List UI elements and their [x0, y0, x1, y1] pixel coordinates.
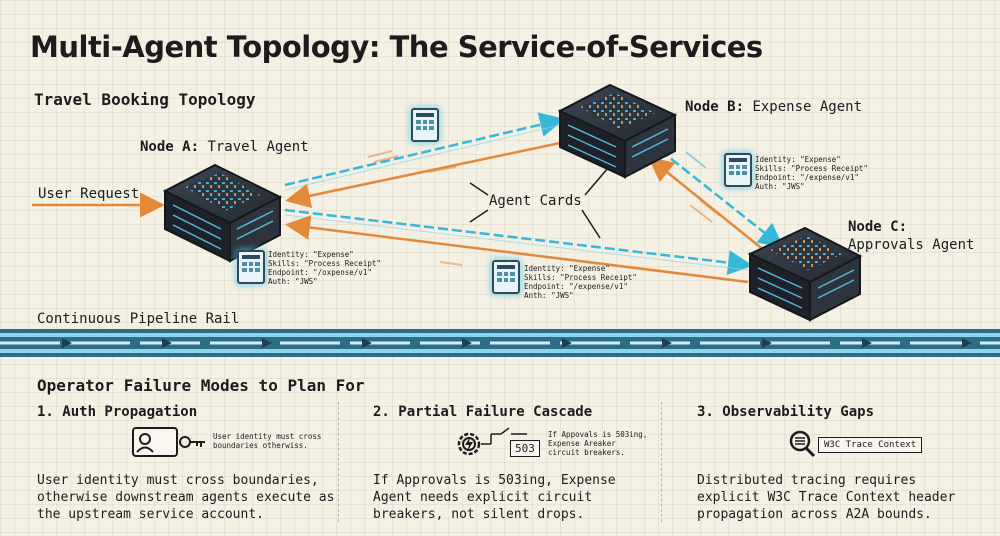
node-b-name: Expense Agent — [752, 99, 863, 115]
failure-auth-title: 1. Auth Propagation — [37, 404, 198, 420]
failure-modes-heading: Operator Failure Modes to Plan For — [37, 376, 365, 395]
status-503-badge: 503 — [510, 440, 540, 457]
server-node-b — [557, 83, 678, 179]
agent-card-icon — [237, 250, 265, 284]
failure-cascade-title: 2. Partial Failure Cascade — [373, 404, 593, 420]
failure-cascade-text: If Approvals is 503ing, Expense Agent ne… — [373, 473, 616, 522]
agent-card-icon — [724, 153, 752, 187]
node-c-name: Approvals Agent — [848, 237, 975, 253]
failure-auth-text: User identity must cross boundaries, oth… — [37, 473, 335, 522]
arrow-b-to-a — [285, 141, 561, 209]
arrow-c-to-a — [285, 215, 749, 284]
arrow-a-to-c — [284, 208, 753, 276]
node-b-prefix: Node B: — [685, 99, 745, 115]
user-request-label: User Request — [38, 186, 140, 202]
gear-bolt-icon — [457, 427, 527, 456]
column-divider — [338, 402, 339, 522]
w3c-trace-context-badge: W3C Trace Context — [818, 437, 923, 453]
node-c-label: Node C: Approvals Agent — [848, 218, 974, 254]
agent-card-mid-details: Identity: "Expense" Skills: "Process Rec… — [524, 264, 637, 300]
failure-cascade-note: If Appovals is 503ing, Expense Areaker c… — [548, 430, 648, 457]
failure-observability-title: 3. Observability Gaps — [697, 404, 875, 420]
column-divider — [661, 402, 662, 522]
agent-card-icon — [411, 108, 439, 142]
server-node-a — [162, 163, 283, 263]
arrow-b-to-c — [659, 149, 784, 249]
agent-cards-label: Agent Cards — [489, 193, 582, 209]
motion-streaks — [367, 150, 721, 266]
failure-observability-text: Distributed tracing requires explicit W3… — [697, 473, 956, 522]
id-card-key-icon — [132, 427, 205, 457]
agent-cards-leaders — [469, 167, 609, 239]
magnifier-icon — [789, 430, 816, 458]
diagram-subtitle: Travel Booking Topology — [34, 90, 256, 109]
pipeline-rail-label: Continuous Pipeline Rail — [37, 311, 240, 327]
arrow-c-to-b — [648, 156, 771, 256]
agent-card-a-details: Identity: "Expense" Skills: "Process Rec… — [268, 250, 381, 286]
page-title: Multi-Agent Topology: The Service-of-Ser… — [30, 30, 763, 64]
server-node-c — [747, 226, 863, 322]
node-a-label: Node A: Travel Agent — [140, 138, 309, 156]
node-a-name: Travel Agent — [207, 139, 309, 155]
node-b-label: Node B: Expense Agent — [685, 98, 862, 116]
node-a-prefix: Node A: — [140, 139, 200, 155]
agent-card-b-details: Identity: "Expense" Skills: "Process Rec… — [755, 155, 868, 191]
failure-auth-note: User identity must cross boundaries othe… — [213, 432, 322, 450]
node-c-prefix: Node C: — [848, 219, 908, 235]
pipeline-rail — [0, 329, 1000, 357]
arrow-a-to-b — [284, 112, 565, 187]
agent-card-icon — [492, 260, 520, 294]
